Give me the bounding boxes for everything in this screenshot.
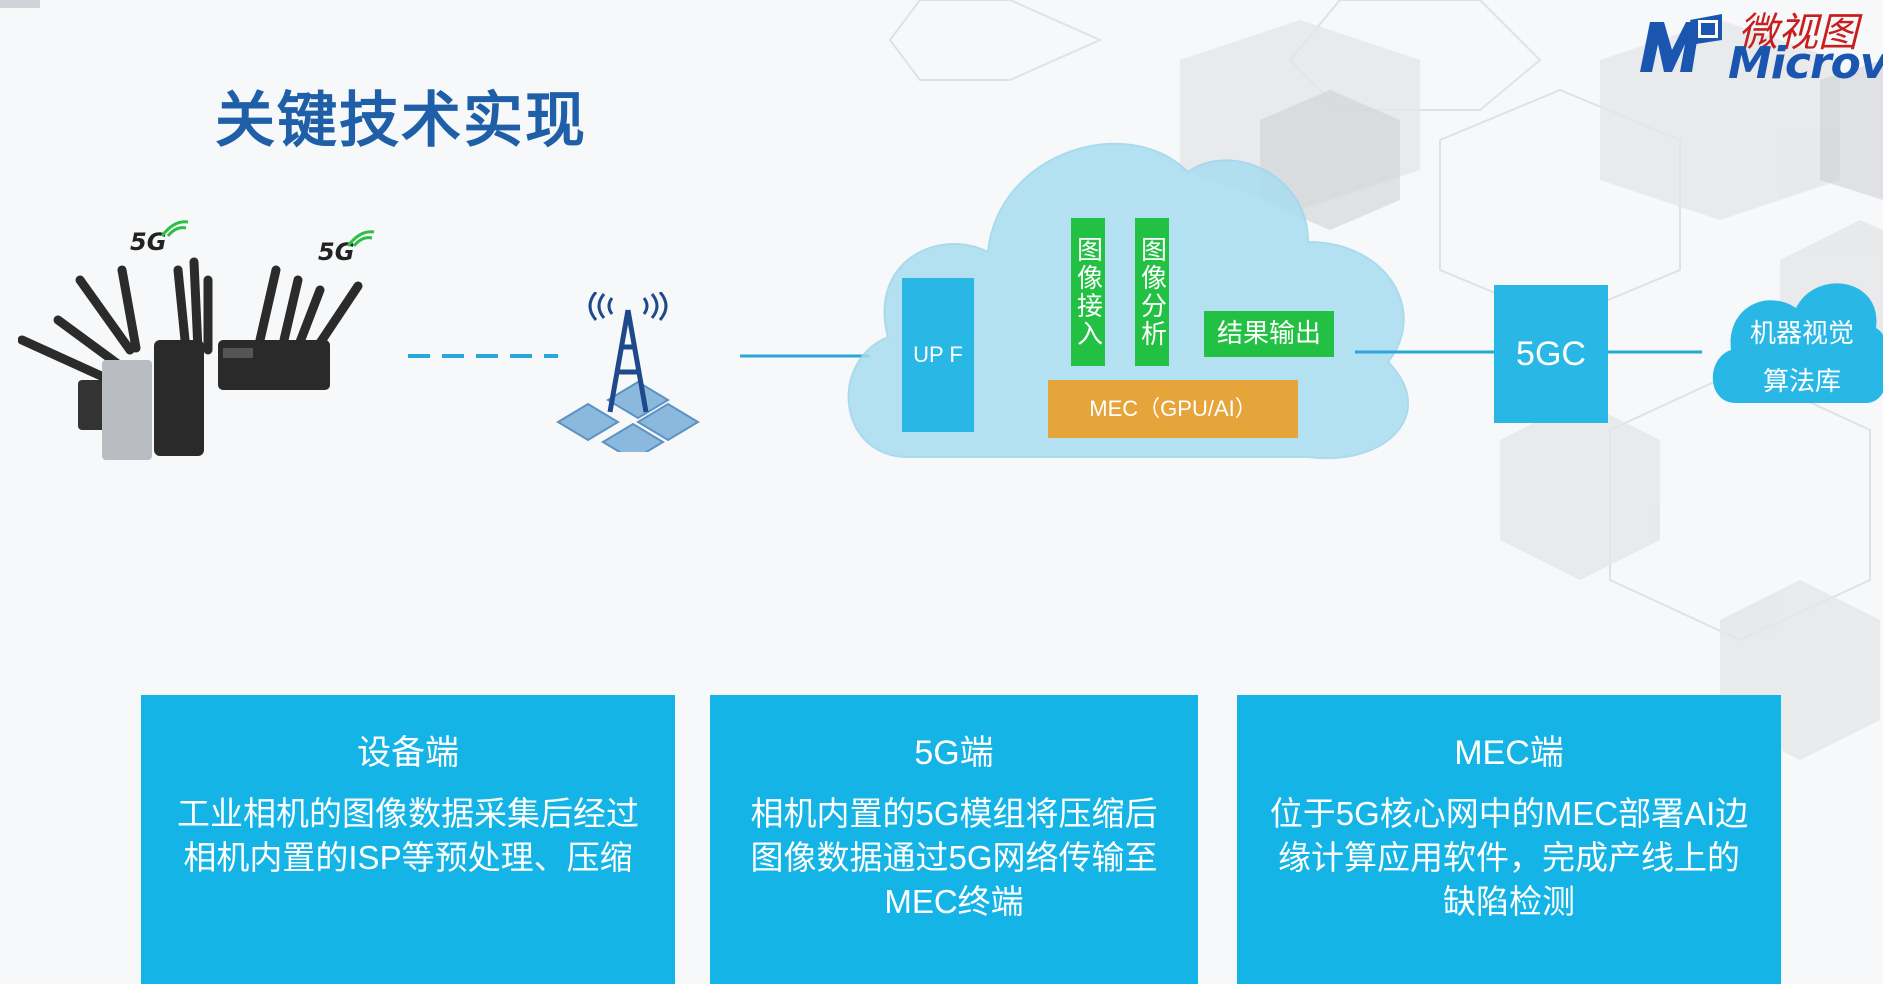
- connector-line: [740, 354, 870, 358]
- wireless-link-dashed: [408, 354, 558, 358]
- algorithm-library-label: 机器视觉 算法库: [1742, 310, 1862, 406]
- image-input-box: 图像接入: [1071, 218, 1105, 366]
- 5gc-box: 5GC: [1494, 285, 1608, 423]
- image-analysis-box: 图像分析: [1135, 218, 1169, 366]
- signal-wave-icon: [346, 230, 375, 247]
- algorithm-library-cloud: [1712, 283, 1883, 403]
- microview-logo-icon: [1640, 14, 1722, 72]
- card-heading: 5G端: [914, 734, 994, 772]
- connector-line: [1355, 350, 1495, 354]
- card-heading: MEC端: [1454, 734, 1564, 772]
- 5g-badge: 5G: [318, 238, 355, 266]
- logo-chinese-text: 微视图: [1738, 10, 1858, 56]
- mec-side-card: MEC端 位于5G核心网中的MEC部署AI边缘计算应用软件，完成产线上的缺陷检测: [1237, 695, 1781, 984]
- logo-english-text: Microvie: [1728, 38, 1883, 89]
- card-heading: 设备端: [357, 734, 459, 772]
- 5g-badge: 5G: [130, 228, 167, 256]
- algorithm-library-line2: 算法库: [1762, 367, 1841, 397]
- card-body: 工业相机的图像数据采集后经过相机内置的ISP等预处理、压缩: [177, 795, 639, 876]
- base-station-tower-icon: [556, 292, 700, 452]
- mec-gpu-ai-box: MEC（GPU/AI）: [1048, 380, 1298, 438]
- algorithm-library-line1: 机器视觉: [1749, 319, 1854, 349]
- card-body: 位于5G核心网中的MEC部署AI边缘计算应用软件，完成产线上的缺陷检测: [1269, 795, 1749, 920]
- result-output-box: 结果输出: [1204, 311, 1334, 357]
- mec-cloud-shape: [847, 142, 1409, 460]
- 5g-side-card: 5G端 相机内置的5G模组将压缩后图像数据通过5G网络传输至MEC终端: [710, 695, 1198, 984]
- signal-wave-icon: [160, 220, 189, 237]
- connector-line: [1608, 350, 1702, 354]
- camera-devices-icon: [18, 257, 363, 460]
- page-title: 关键技术实现: [215, 86, 587, 156]
- upf-box: UP F: [902, 278, 974, 432]
- device-side-card: 设备端 工业相机的图像数据采集后经过相机内置的ISP等预处理、压缩: [141, 695, 675, 984]
- card-body: 相机内置的5G模组将压缩后图像数据通过5G网络传输至MEC终端: [750, 795, 1158, 920]
